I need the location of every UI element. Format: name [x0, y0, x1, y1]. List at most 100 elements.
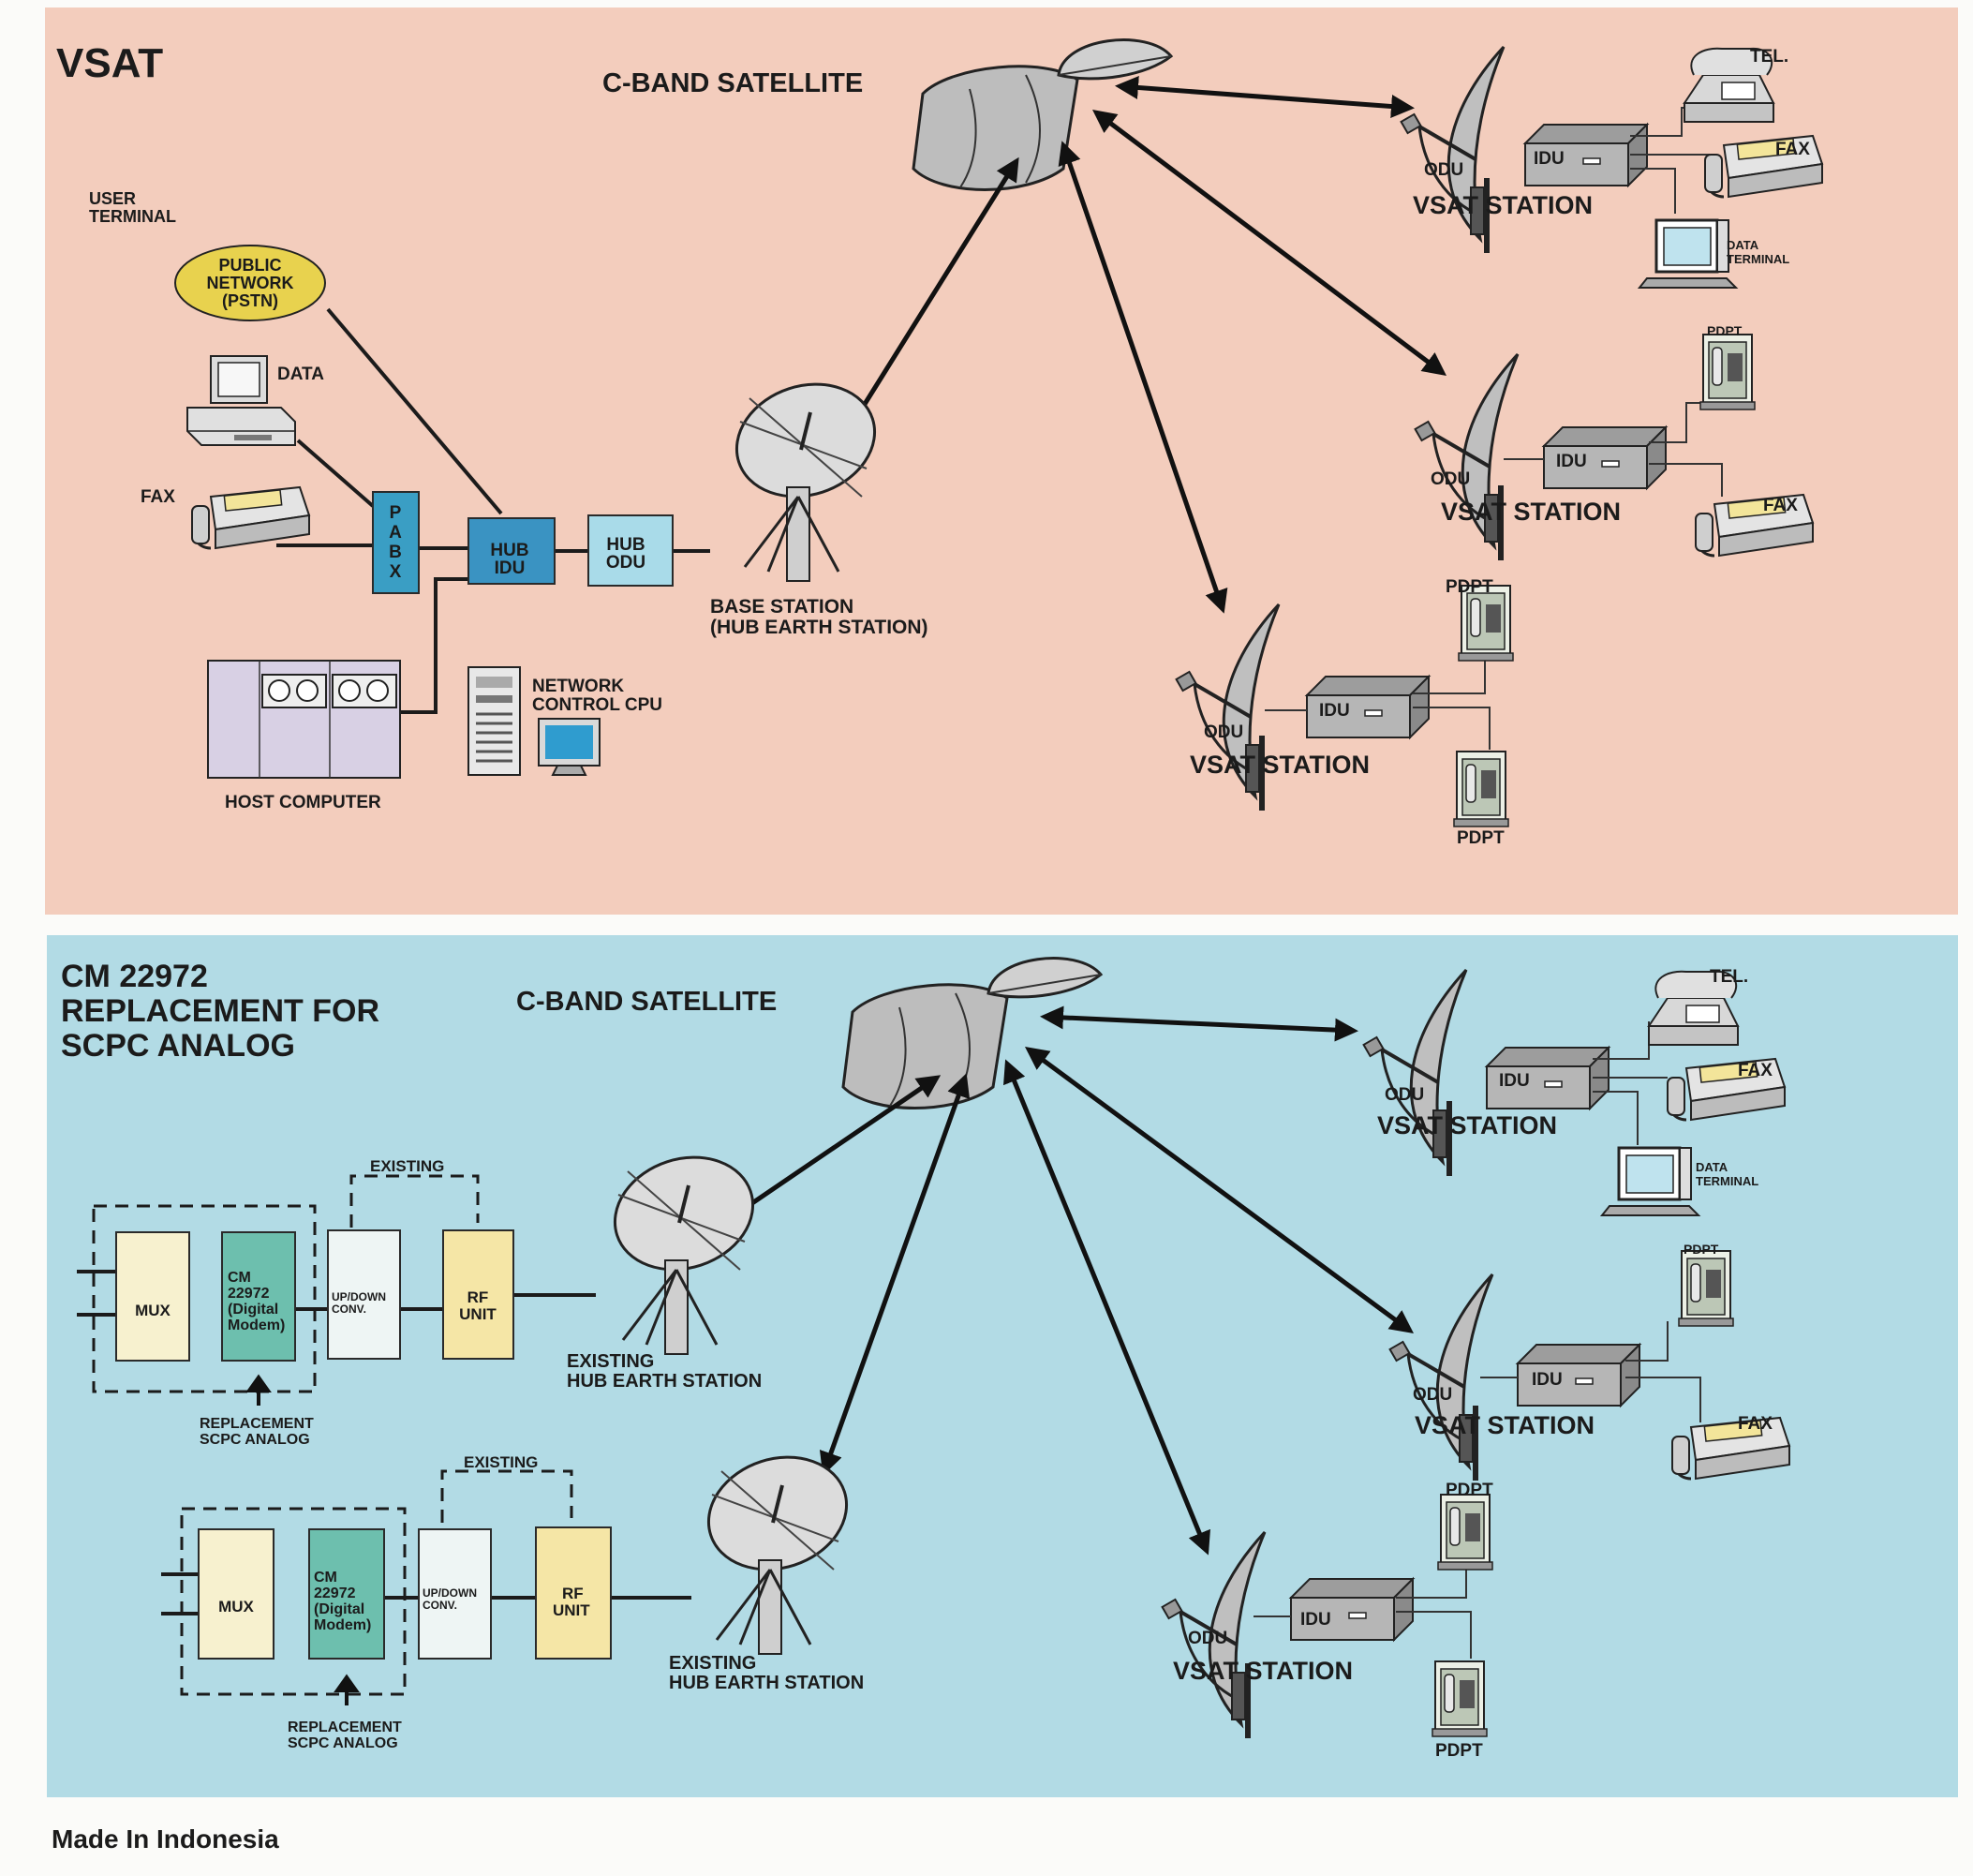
- svg-text:(PSTN): (PSTN): [222, 291, 278, 310]
- pabx-box: [372, 491, 420, 594]
- bottom-title: CM 22972 REPLACEMENT FOR SCPC ANALOG: [61, 959, 379, 1064]
- bottom-vsat-station-2: ODU IDU VSAT STATION PDPT FAX: [1387, 1242, 1791, 1482]
- svg-text:CM: CM: [314, 1570, 337, 1586]
- svg-text:REPLACEMENT: REPLACEMENT: [200, 1416, 314, 1432]
- svg-text:IDU: IDU: [1534, 149, 1565, 169]
- host-computer-label: HOST COMPUTER: [225, 793, 381, 812]
- hub-odu-label: HUB ODU: [606, 535, 645, 573]
- svg-text:NETWORK: NETWORK: [207, 274, 294, 292]
- top-title: VSAT: [56, 40, 163, 86]
- svg-text:VSAT STATION: VSAT STATION: [1377, 1111, 1557, 1139]
- svg-text:UNIT: UNIT: [553, 1601, 590, 1619]
- bottom-vsat-station-3: ODU IDU VSAT STATION PDPT PDPT: [1160, 1481, 1493, 1761]
- svg-text:ODU: ODU: [1385, 1085, 1424, 1105]
- svg-text:IDU: IDU: [1532, 1370, 1563, 1390]
- svg-text:PDPT: PDPT: [1446, 1481, 1493, 1500]
- svg-text:ODU: ODU: [1188, 1629, 1227, 1648]
- svg-text:SCPC ANALOG: SCPC ANALOG: [200, 1432, 310, 1448]
- rf-unit-box: [535, 1526, 612, 1660]
- base-station-label: BASE STATION (HUB EARTH STATION): [710, 596, 928, 638]
- data-label: DATA: [277, 365, 324, 384]
- up-arrow-icon: [334, 1674, 360, 1705]
- svg-text:REPLACEMENT FOR: REPLACEMENT FOR: [61, 993, 379, 1029]
- svg-text:CM 22972: CM 22972: [61, 959, 208, 994]
- svg-text:IDU: IDU: [1499, 1071, 1530, 1091]
- bottom-arrow-chain2: [819, 1073, 971, 1476]
- svg-text:TERMINAL: TERMINAL: [1727, 252, 1789, 266]
- svg-text:HUB EARTH STATION: HUB EARTH STATION: [567, 1371, 762, 1392]
- svg-text:VSAT STATION: VSAT STATION: [1413, 191, 1593, 219]
- top-vsat-station-3: ODU IDU VSAT STATION PDPT PDPT: [1174, 577, 1514, 848]
- svg-text:SCPC ANALOG: SCPC ANALOG: [61, 1028, 295, 1064]
- modem-box: [221, 1231, 296, 1362]
- bottom-diagram: CM 22972 REPLACEMENT FOR SCPC ANALOG C-B…: [61, 957, 1791, 1761]
- bottom-panel: [47, 935, 1958, 1797]
- pstn-label: PUBLIC NETWORK (PSTN): [207, 256, 294, 310]
- footer-made-in: Made In Indonesia: [52, 1824, 279, 1854]
- svg-text:UP/DOWN: UP/DOWN: [423, 1586, 477, 1600]
- svg-text:ODU: ODU: [1204, 722, 1243, 742]
- svg-text:ODU: ODU: [1431, 469, 1470, 489]
- svg-text:USER: USER: [89, 189, 136, 208]
- svg-text:BASE STATION: BASE STATION: [710, 596, 853, 618]
- svg-text:DATA: DATA: [1727, 238, 1759, 252]
- modem-label: CM 22972 (Digital Modem): [314, 1570, 371, 1633]
- svg-text:FAX: FAX: [1738, 1061, 1773, 1080]
- rf-unit-box: [442, 1229, 514, 1360]
- svg-text:UNIT: UNIT: [459, 1305, 497, 1323]
- bottom-arrow-station3: [1003, 1059, 1210, 1556]
- svg-text:VSAT STATION: VSAT STATION: [1173, 1657, 1353, 1685]
- svg-text:RF: RF: [562, 1585, 584, 1602]
- mux-box: [198, 1528, 274, 1660]
- hub-odu-box: [587, 514, 674, 587]
- fax-label: FAX: [141, 487, 175, 507]
- modem-box: [308, 1528, 385, 1660]
- svg-text:RF: RF: [467, 1288, 489, 1306]
- svg-text:PDPT: PDPT: [1707, 323, 1743, 338]
- svg-text:Modem): Modem): [228, 1318, 285, 1333]
- svg-text:CONV.: CONV.: [423, 1599, 457, 1612]
- svg-text:PDPT: PDPT: [1684, 1242, 1719, 1257]
- pdpt-icon: [1432, 1660, 1488, 1737]
- svg-text:B: B: [389, 543, 402, 562]
- svg-text:IDU: IDU: [1319, 701, 1350, 721]
- svg-text:HUB: HUB: [490, 541, 528, 560]
- svg-text:PDPT: PDPT: [1457, 828, 1505, 848]
- svg-text:22972: 22972: [314, 1586, 356, 1601]
- svg-text:MUX: MUX: [218, 1598, 254, 1615]
- svg-text:VSAT STATION: VSAT STATION: [1190, 751, 1370, 779]
- updown-conv-box: [418, 1528, 492, 1660]
- top-satellite-label: C-BAND SATELLITE: [602, 68, 863, 98]
- svg-text:A: A: [389, 523, 402, 543]
- svg-text:(Digital: (Digital: [228, 1302, 278, 1318]
- pdpt-icon: [1453, 751, 1509, 827]
- svg-text:PUBLIC: PUBLIC: [219, 256, 282, 275]
- user-terminal-label: USER TERMINAL: [89, 189, 176, 226]
- svg-text:EXISTING: EXISTING: [370, 1157, 444, 1175]
- updown-conv-box: [327, 1229, 401, 1360]
- scpc-chain-1: EXISTING MUX CM 22972 (Digital Modem) UP…: [77, 1138, 770, 1448]
- top-arrow-station3: [1058, 141, 1228, 614]
- pdpt-icon: [1699, 334, 1756, 410]
- svg-text:UP/DOWN: UP/DOWN: [332, 1290, 386, 1303]
- pabx-label: P A B X: [389, 503, 402, 582]
- svg-text:EXISTING: EXISTING: [669, 1653, 756, 1674]
- top-arrow-base: [850, 156, 1019, 428]
- svg-text:VSAT STATION: VSAT STATION: [1441, 498, 1621, 526]
- top-diagram: VSAT C-BAND SATELLITE USER TERMINAL PUBL…: [56, 38, 1824, 848]
- svg-text:TERMINAL: TERMINAL: [89, 207, 176, 226]
- top-vsat-station-2: ODU IDU VSAT STATION PDPT FAX: [1413, 323, 1815, 562]
- svg-text:VSAT STATION: VSAT STATION: [1415, 1411, 1595, 1439]
- svg-text:TEL.: TEL.: [1750, 47, 1788, 67]
- svg-text:IDU: IDU: [495, 558, 526, 578]
- svg-text:X: X: [390, 562, 402, 582]
- svg-text:ODU: ODU: [1413, 1385, 1452, 1405]
- svg-text:FAX: FAX: [1763, 496, 1798, 515]
- svg-text:REPLACEMENT: REPLACEMENT: [288, 1720, 402, 1735]
- svg-text:TERMINAL: TERMINAL: [1696, 1174, 1758, 1188]
- svg-text:IDU: IDU: [1300, 1610, 1331, 1630]
- svg-text:EXISTING: EXISTING: [464, 1453, 538, 1471]
- hub-idu-box: [467, 517, 556, 585]
- bottom-arrow-station1: [1040, 1005, 1358, 1042]
